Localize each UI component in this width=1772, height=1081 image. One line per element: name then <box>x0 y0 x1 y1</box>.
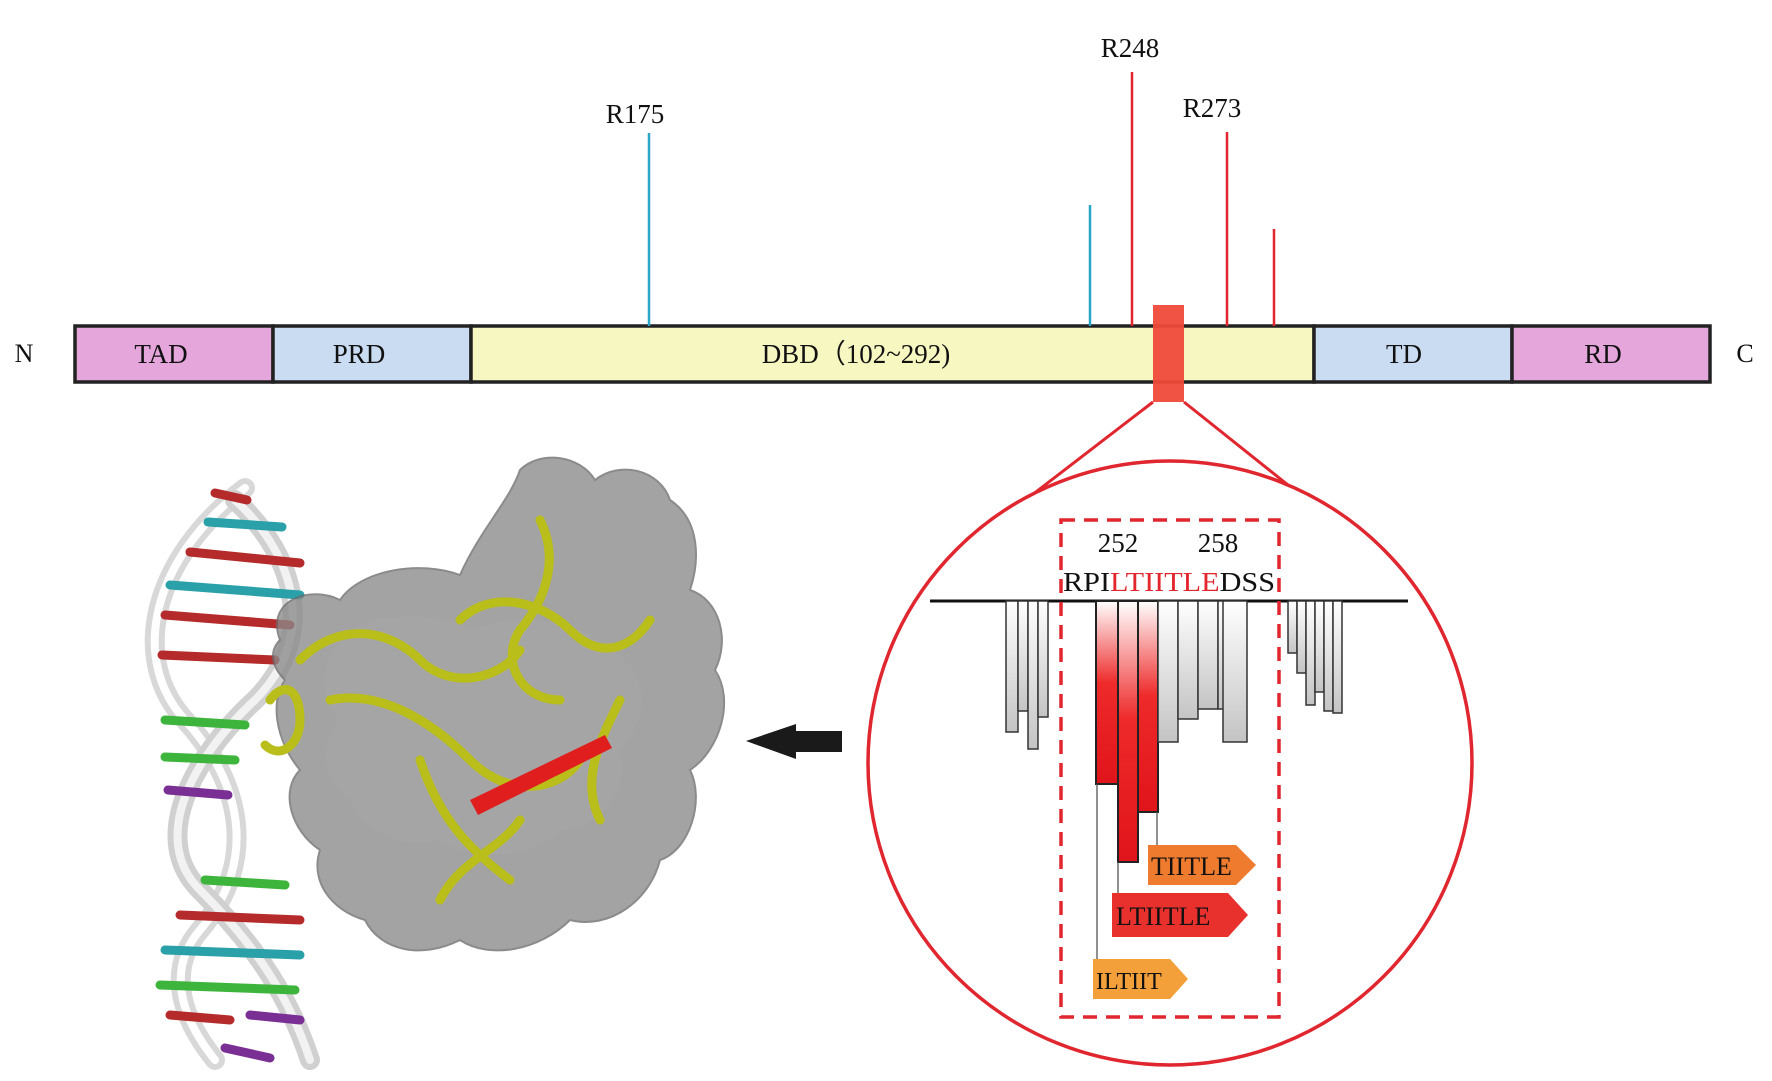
profile-bar <box>1157 600 1179 743</box>
sequence-core: LTIITLE <box>1110 567 1220 597</box>
c-terminus-label: C <box>1736 339 1753 368</box>
profile-bar <box>1197 600 1219 710</box>
domain-rd-label: RD <box>1584 339 1622 369</box>
position-start-label: 252 <box>1098 528 1139 558</box>
peptide-arrow-iltiit: ILTIIT <box>1093 959 1188 999</box>
domain-tad-label: TAD <box>134 339 187 369</box>
protein-dna-structure-icon <box>144 456 726 1070</box>
profile-bar <box>1314 600 1325 693</box>
peptide-arrow-shape <box>1148 845 1256 885</box>
profile-bars-core <box>1095 600 1159 863</box>
profile-bar <box>1177 600 1199 720</box>
profile-bar <box>1323 600 1334 712</box>
profile-bar <box>1332 600 1343 714</box>
profile-bar <box>1027 600 1039 750</box>
profile-bars-right <box>1287 600 1343 714</box>
profile-bar <box>1222 600 1248 743</box>
profile-bar-core <box>1117 600 1139 863</box>
domain-bar: TAD PRD DBD（102~292) TD RD <box>73 324 1712 384</box>
profile-bar-core <box>1137 600 1159 813</box>
mutation-r248-label: R248 <box>1101 33 1160 63</box>
profile-bars-middle <box>1157 600 1248 743</box>
domain-prd-label: PRD <box>333 339 386 369</box>
domain-dbd-label: DBD（102~292) <box>762 339 951 369</box>
peptide-arrow-shape <box>1093 959 1188 999</box>
aggregation-region-highlight <box>1153 305 1184 402</box>
domain-prd-box <box>271 324 473 384</box>
mutation-lines: R175 R248 R273 <box>606 33 1276 326</box>
mutation-r175-label: R175 <box>606 99 665 129</box>
n-terminus-label: N <box>15 339 34 368</box>
peptide-arrow-ltiitle: LTIITLE <box>1112 893 1248 937</box>
peptide-label: ILTIIT <box>1096 969 1162 995</box>
domain-rd-box <box>1510 324 1712 384</box>
domain-tad-box <box>73 324 275 384</box>
core-region-dashed-box <box>1059 518 1281 1019</box>
sequence-prefix: RPI <box>1063 567 1110 597</box>
mutation-r273-label: R273 <box>1183 93 1242 123</box>
peptide-arrow-tiitle: TIITLE <box>1148 845 1256 885</box>
profile-bars-left <box>1005 600 1049 750</box>
left-arrow-icon <box>746 724 842 759</box>
peptide-label: LTIITLE <box>1116 902 1210 931</box>
profile-bar <box>1037 600 1049 718</box>
profile-bar <box>1305 600 1316 706</box>
position-end-label: 258 <box>1198 528 1239 558</box>
profile-bar <box>1287 600 1298 654</box>
profile-bar <box>1296 600 1307 674</box>
peptide-arrow-shape <box>1112 893 1248 937</box>
profile-bar-core <box>1095 600 1119 785</box>
peptide-label: TIITLE <box>1151 852 1232 881</box>
profile-bar <box>1017 600 1029 712</box>
profile-bar <box>1005 600 1019 733</box>
domain-td-label: TD <box>1386 339 1422 369</box>
sequence-suffix: DSS <box>1220 567 1275 597</box>
